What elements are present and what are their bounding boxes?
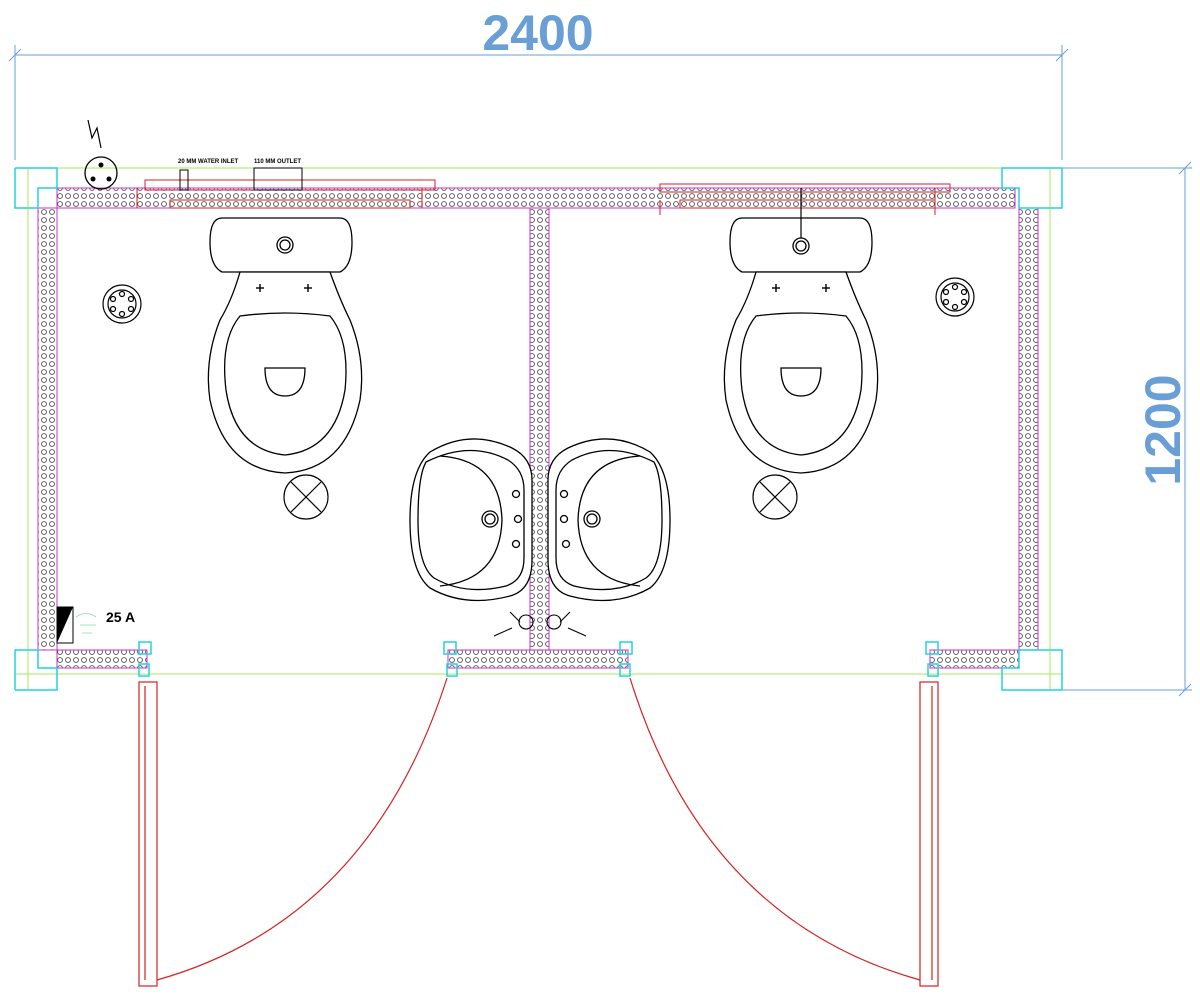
toilet-right (723, 188, 879, 474)
front-wall-right (929, 649, 1020, 669)
toilet-left (207, 217, 363, 474)
door-right (629, 677, 939, 987)
front-wall-center (447, 649, 629, 669)
back-wall (56, 187, 1016, 209)
partition-wall (529, 207, 550, 651)
left-wall (37, 207, 58, 651)
washbasin-left (409, 438, 533, 602)
socket-icon (84, 119, 118, 190)
guide-lines (15, 167, 1062, 690)
front-wall-left (56, 649, 148, 669)
height-dimension: 1200 (1062, 161, 1192, 697)
breaker-label: 25 A (106, 609, 135, 625)
tap-icon (493, 611, 587, 637)
washbasin-right (547, 438, 671, 602)
corner-posts (14, 167, 1063, 691)
outlet-label: 110 MM OUTLET (254, 159, 301, 165)
water-inlet: 20 MM WATER INLET (178, 159, 239, 191)
width-dimension-label: 2400 (482, 5, 593, 61)
floor-drain-left (102, 284, 142, 324)
light-fixture-right (752, 474, 798, 520)
outlet: 110 MM OUTLET (253, 159, 303, 191)
plumbing (136, 179, 951, 215)
door-left (138, 677, 448, 987)
right-wall (1018, 207, 1039, 651)
light-fixture-left (283, 474, 329, 520)
walls (37, 187, 1039, 669)
floor-drain-right (935, 277, 975, 317)
water-inlet-label: 20 MM WATER INLET (178, 159, 239, 165)
height-dimension-label: 1200 (1135, 374, 1191, 485)
width-dimension: 2400 (8, 5, 1069, 160)
breaker-panel: 25 A (56, 606, 135, 644)
